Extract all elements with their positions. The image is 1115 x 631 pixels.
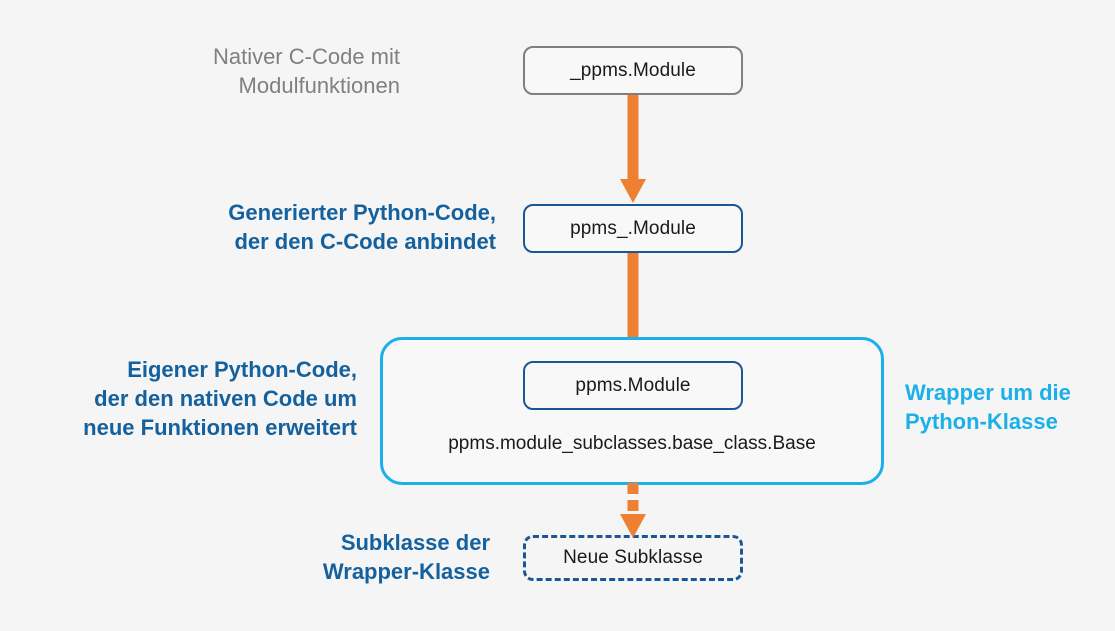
node-native-ppms-module-label: _ppms.Module [570,59,696,81]
node-generated-ppms-module-label: ppms_.Module [570,217,696,239]
node-wrapper-ppms-module[interactable]: ppms.Module [523,361,743,410]
connector-wrapper-to-subclass-dashed-arrow [617,481,649,541]
connector-native-to-generated-arrow [617,93,649,206]
node-new-subclass[interactable]: Neue Subklasse [523,535,743,581]
caption-generated-python-code: Generierter Python-Code, der den C-Code … [228,200,496,255]
caption-own-python-code: Eigener Python-Code, der den nativen Cod… [83,357,357,441]
wrapper-container [380,337,884,485]
caption-subclass: Subklasse der Wrapper-Klasse [322,530,490,585]
caption-wrapper-python-class: Wrapper um die Python-Klasse [905,380,1071,435]
base-class-path-text: ppms.module_subclasses.base_class.Base [448,433,816,454]
node-generated-ppms-module[interactable]: ppms_.Module [523,204,743,253]
caption-native-c-code: Nativer C-Code mit Modulfunktionen [212,44,400,99]
node-wrapper-ppms-module-label: ppms.Module [575,374,691,396]
node-new-subclass-label: Neue Subklasse [563,547,703,568]
node-native-ppms-module[interactable]: _ppms.Module [523,46,743,95]
